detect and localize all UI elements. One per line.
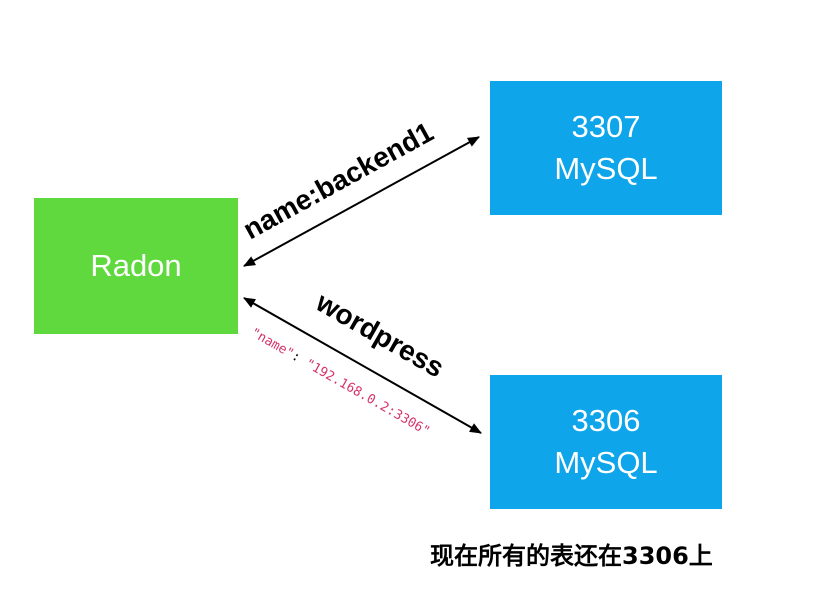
- lower-connector-arrow: [243, 297, 482, 434]
- radon-node: Radon: [34, 198, 238, 334]
- mysql-3307-label: MySQL: [554, 151, 658, 186]
- json-key: "name": [248, 325, 296, 361]
- json-separator: :: [289, 349, 310, 370]
- upper-connector-arrow: [243, 136, 480, 267]
- footer-note: 现在所有的表还在3306上: [430, 542, 713, 570]
- upper-edge-label: name:backend1: [238, 116, 438, 245]
- mysql-3306-node: 3306 MySQL: [490, 375, 722, 509]
- mysql-3306-label: MySQL: [554, 445, 658, 480]
- mysql-3306-port: 3306: [571, 403, 641, 438]
- radon-label: Radon: [90, 248, 182, 283]
- mysql-3307-port: 3307: [571, 109, 641, 144]
- mysql-3307-node: 3307 MySQL: [490, 81, 722, 215]
